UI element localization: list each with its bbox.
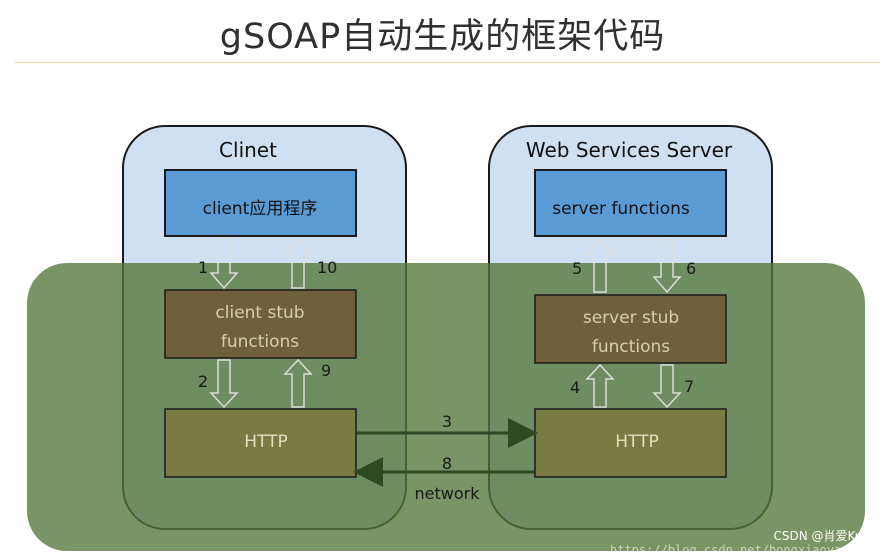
client-stub-box (164, 289, 357, 359)
client-http-label: HTTP (244, 432, 288, 452)
client-app-box (164, 169, 357, 237)
server-app-label: server functions (552, 199, 690, 219)
server-app-box (534, 169, 727, 237)
server-http-label: HTTP (615, 432, 659, 452)
step-label-8: 8 (442, 454, 452, 473)
client-stub-label-line1: client stub (215, 303, 304, 323)
server-stub-box (534, 294, 727, 364)
step-label-10: 10 (317, 258, 337, 277)
step-label-1: 1 (198, 258, 208, 277)
step-label-7: 7 (684, 377, 694, 396)
client-http-box (164, 408, 357, 478)
client-panel-label: Clinet (219, 138, 277, 162)
server-stub-label-line2: functions (592, 337, 670, 357)
watermark-url: https://blog.csdn.net/hongxiaoya (610, 543, 842, 557)
arrow-up-icon (283, 236, 313, 289)
step-label-3: 3 (442, 412, 452, 431)
arrow-up-icon (585, 363, 615, 408)
client-stub-label-line2: functions (221, 332, 299, 352)
step-label-9: 9 (321, 361, 331, 380)
step-label-2: 2 (198, 372, 208, 391)
watermark-credit: CSDN @肖爱Kun (773, 529, 870, 543)
arrow-down-icon (209, 237, 239, 290)
server-panel-label: Web Services Server (526, 138, 733, 162)
arrow-up-icon (585, 238, 615, 293)
arrow-up-icon (283, 358, 313, 408)
page-title: gSOAP自动生成的框架代码 (219, 17, 666, 57)
step-label-6: 6 (686, 259, 696, 278)
step-label-5: 5 (572, 259, 582, 278)
step-label-4: 4 (570, 378, 580, 397)
arrow-down-icon (209, 359, 239, 409)
title-divider (15, 62, 880, 63)
client-app-label: client应用程序 (203, 199, 318, 219)
arrow-down-icon (652, 364, 682, 409)
server-stub-label-line1: server stub (583, 308, 679, 328)
network-band (27, 263, 865, 551)
network-label: network (415, 484, 481, 503)
arrow-down-icon (652, 239, 682, 294)
server-http-box (534, 408, 727, 478)
